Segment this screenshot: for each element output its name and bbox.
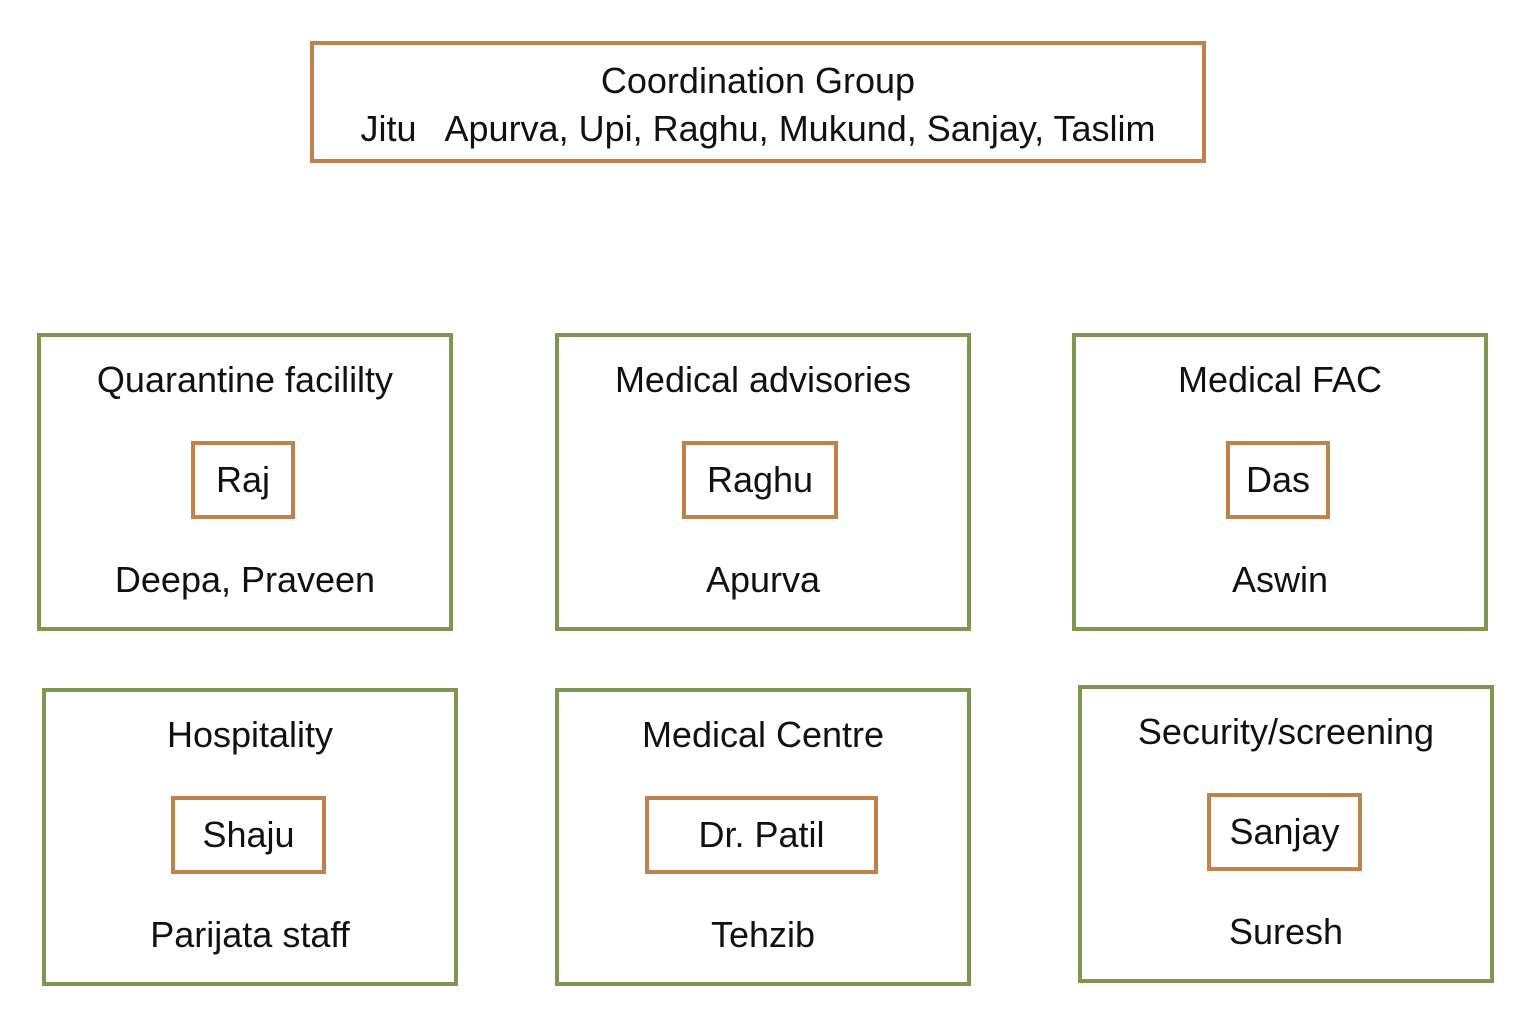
group-box-quarantine: Quarantine facililty Raj Deepa, Praveen [37,333,453,631]
group-members: Suresh [1228,911,1344,952]
group-box-medical-fac: Medical FAC Das Aswin [1072,333,1488,631]
group-lead-name: Raj [215,459,271,500]
group-members: Apurva [705,559,821,600]
group-lead-name: Sanjay [1229,811,1340,852]
group-lead-box: Raj [191,441,295,519]
group-title: Medical FAC [1177,359,1383,400]
coordination-group-title: Coordination Group [600,60,916,101]
group-box-medical-centre: Medical Centre Dr. Patil Tehzib [555,688,971,986]
group-box-hospitality: Hospitality Shaju Parijata staff [42,688,458,986]
coordination-group-members: Jitu Apurva, Upi, Raghu, Mukund, Sanjay,… [360,108,1156,149]
coordination-group-box: Coordination Group Jitu Apurva, Upi, Rag… [310,41,1206,163]
group-lead-box: Raghu [682,441,838,519]
group-box-security-screening: Security/screening Sanjay Suresh [1078,685,1494,983]
group-members: Aswin [1231,559,1329,600]
group-lead-box: Sanjay [1207,793,1362,871]
group-title: Medical Centre [641,714,885,755]
group-lead-name: Raghu [706,459,814,500]
group-title: Medical advisories [614,359,912,400]
group-title: Security/screening [1137,711,1435,752]
group-members: Parijata staff [150,914,350,955]
group-lead-box: Das [1226,441,1330,519]
group-box-medical-advisories: Medical advisories Raghu Apurva [555,333,971,631]
group-title: Hospitality [166,714,334,755]
group-lead-name: Das [1245,459,1311,500]
group-members: Deepa, Praveen [114,559,376,600]
group-lead-name: Dr. Patil [698,814,825,855]
group-lead-box: Shaju [171,796,326,874]
group-lead-box: Dr. Patil [645,796,878,874]
group-lead-name: Shaju [202,814,295,855]
group-title: Quarantine facililty [96,359,394,400]
group-members: Tehzib [710,914,816,955]
